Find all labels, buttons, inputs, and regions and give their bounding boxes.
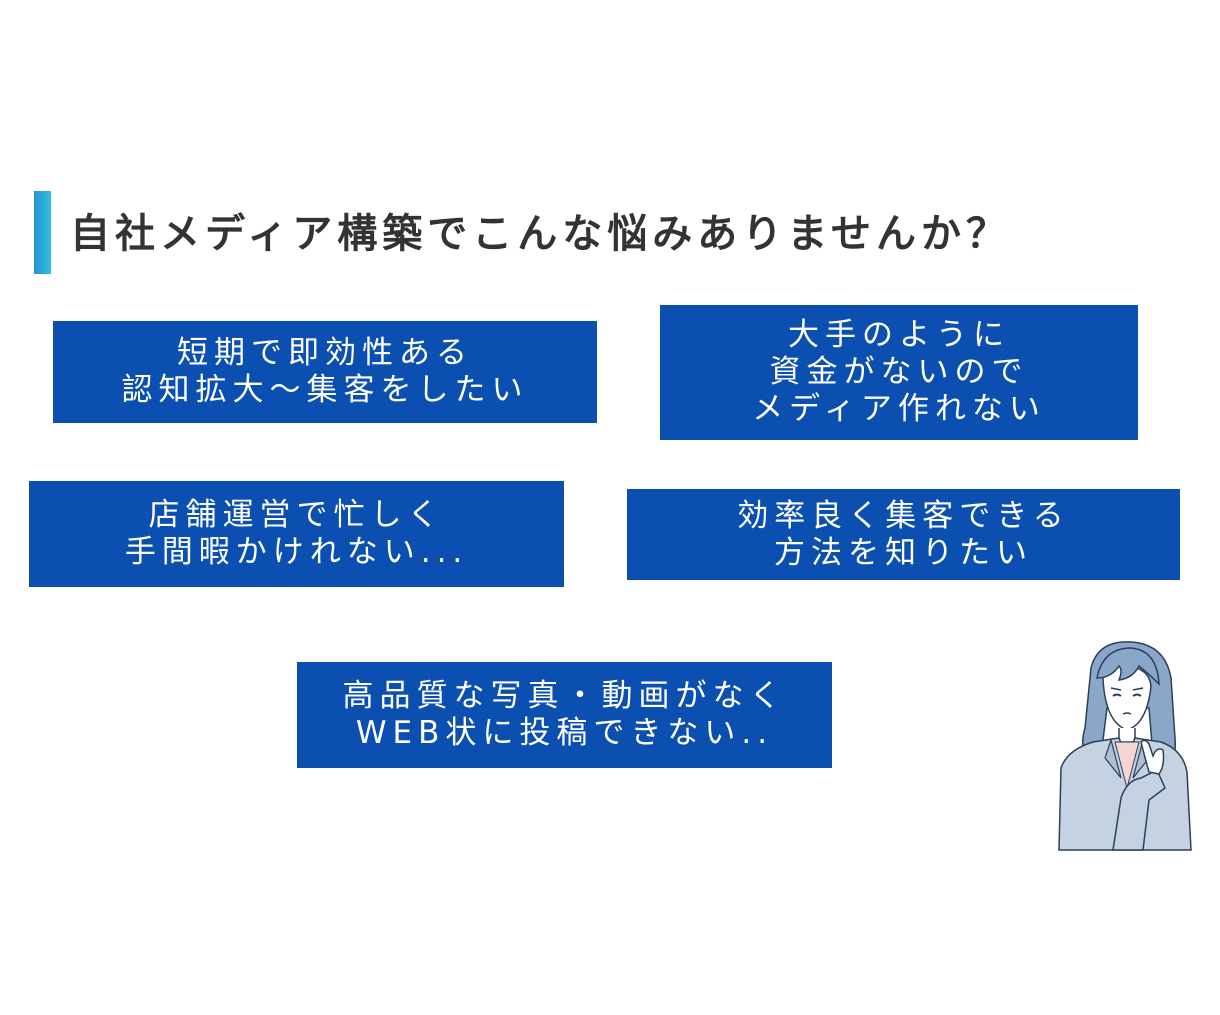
concern-line: 短期で即効性ある (177, 335, 473, 371)
concern-box-3: 店舗運営で忙しく 手間暇かけれない... (29, 481, 564, 587)
title-accent-bar (34, 191, 51, 274)
concern-box-1: 短期で即効性ある 認知拡大〜集客をしたい (53, 321, 597, 423)
concern-line: メディア作れない (752, 391, 1046, 427)
concern-box-2: 大手のように 資金がないので メディア作れない (660, 305, 1138, 440)
concern-box-5: 高品質な写真・動画がなく WEB状に投稿できない.. (297, 662, 832, 768)
concern-line: 手間暇かけれない... (124, 534, 469, 570)
worried-woman-illustration (1058, 641, 1192, 851)
concern-line: 高品質な写真・動画がなく (342, 678, 787, 714)
concern-line: 大手のように (788, 317, 1010, 353)
page-title: 自社メディア構築でこんな悩みありませんか？ (70, 211, 1011, 257)
concern-line: 効率良く集客できる (737, 497, 1070, 534)
concern-line: WEB状に投稿できない.. (355, 715, 774, 751)
concern-line: 資金がないので (769, 354, 1029, 390)
concern-box-4: 効率良く集客できる 方法を知りたい (627, 489, 1180, 580)
concern-line: 方法を知りたい (774, 534, 1033, 571)
concern-line: 認知拡大〜集客をしたい (121, 372, 529, 408)
concern-line: 店舗運営で忙しく (148, 497, 445, 533)
